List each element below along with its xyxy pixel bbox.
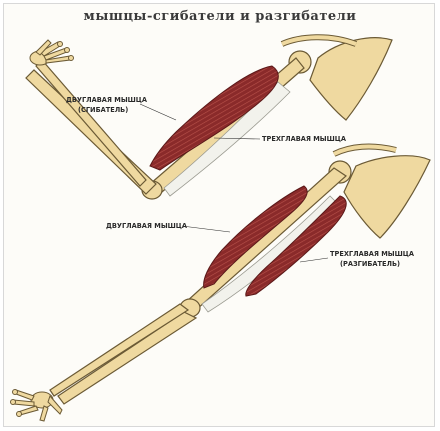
bottom-scapula (344, 156, 430, 238)
label-top-triceps: ТРЕХГЛАВАЯ МЫШЦА (262, 135, 347, 143)
bottom-humerus (186, 168, 346, 310)
bottom-ulna (58, 312, 196, 404)
label-bottom-triceps-note: (РАЗГИБАТЕЛЬ) (340, 260, 400, 268)
label-bottom-triceps: ТРЕХГЛАВАЯ МЫШЦА (330, 250, 415, 258)
label-top-biceps-note: (СГИБАТЕЛЬ) (78, 106, 128, 114)
bottom-radius (50, 304, 188, 396)
label-top-biceps: ДВУГЛАВАЯ МЫШЦА (66, 96, 148, 104)
label-bottom-biceps: ДВУГЛАВАЯ МЫШЦА (106, 222, 188, 230)
top-hand (30, 40, 74, 65)
top-radius (36, 60, 146, 186)
bottom-arm (11, 147, 431, 421)
top-scapula (310, 38, 392, 120)
